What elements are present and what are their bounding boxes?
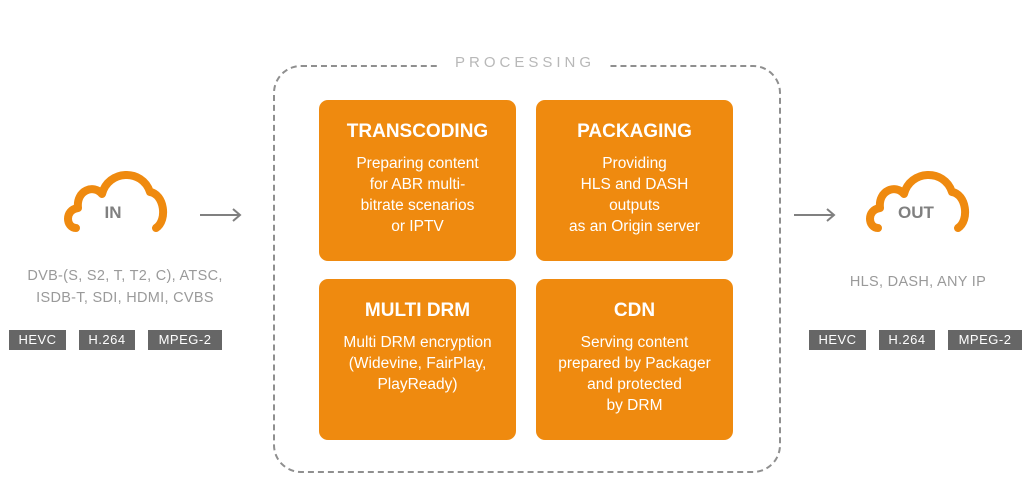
arrow-right-icon	[794, 208, 836, 222]
card-title: MULTI DRM	[364, 300, 471, 321]
codec-badge: HEVC	[9, 330, 66, 350]
card-line: as an Origin server	[569, 218, 700, 235]
codec-badge: MPEG-2	[148, 330, 222, 350]
card-description: Serving content prepared by Packager and…	[536, 332, 733, 416]
card-title: CDN	[613, 300, 656, 321]
card-line: (Widevine, FairPlay,	[348, 355, 487, 372]
input-sources-line: DVB-(S, S2, T, T2, C), ATSC,	[27, 268, 223, 284]
card-line: Preparing content	[356, 155, 479, 172]
output-formats: HLS, DASH, ANY IP	[849, 274, 987, 290]
card-description: Providing HLS and DASH outputs as an Ori…	[536, 153, 733, 237]
card-line: Multi DRM encryption	[343, 334, 492, 351]
codec-badge: H.264	[79, 330, 135, 350]
card-line: HLS and DASH	[580, 176, 689, 193]
card-title: TRANSCODING	[346, 121, 489, 142]
card-line: outputs	[609, 197, 660, 214]
card-multi-drm: MULTI DRM Multi DRM encryption (Widevine…	[319, 279, 516, 440]
card-description: Multi DRM encryption (Widevine, FairPlay…	[319, 332, 516, 395]
card-cdn: CDN Serving content prepared by Packager…	[536, 279, 733, 440]
input-sources: DVB-(S, S2, T, T2, C), ATSC, ISDB-T, SDI…	[0, 265, 250, 309]
card-line: Providing	[602, 155, 667, 172]
card-line: prepared by Packager	[558, 355, 711, 372]
cloud-in-icon	[64, 171, 168, 232]
card-transcoding: TRANSCODING Preparing content for ABR mu…	[319, 100, 516, 261]
cloud-in-label: IN	[104, 203, 122, 222]
cloud-out-label: OUT	[898, 203, 934, 222]
input-sources-line: ISDB-T, SDI, HDMI, CVBS	[36, 290, 214, 306]
card-packaging: PACKAGING Providing HLS and DASH outputs…	[536, 100, 733, 261]
card-line: PlayReady)	[377, 376, 458, 393]
card-line: by DRM	[606, 397, 663, 414]
card-description: Preparing content for ABR multi- bitrate…	[319, 153, 516, 237]
card-line: bitrate scenarios	[360, 197, 475, 214]
card-line: or IPTV	[391, 218, 444, 235]
processing-title: PROCESSING	[440, 52, 610, 74]
codec-badge: H.264	[879, 330, 935, 350]
card-line: Serving content	[580, 334, 689, 351]
card-line: and protected	[587, 376, 682, 393]
card-line: for ABR multi-	[369, 176, 466, 193]
arrow-right-icon	[200, 208, 242, 222]
codec-badge: MPEG-2	[948, 330, 1022, 350]
card-title: PACKAGING	[577, 121, 692, 142]
codec-badge: HEVC	[809, 330, 866, 350]
cloud-out-icon	[866, 171, 970, 232]
